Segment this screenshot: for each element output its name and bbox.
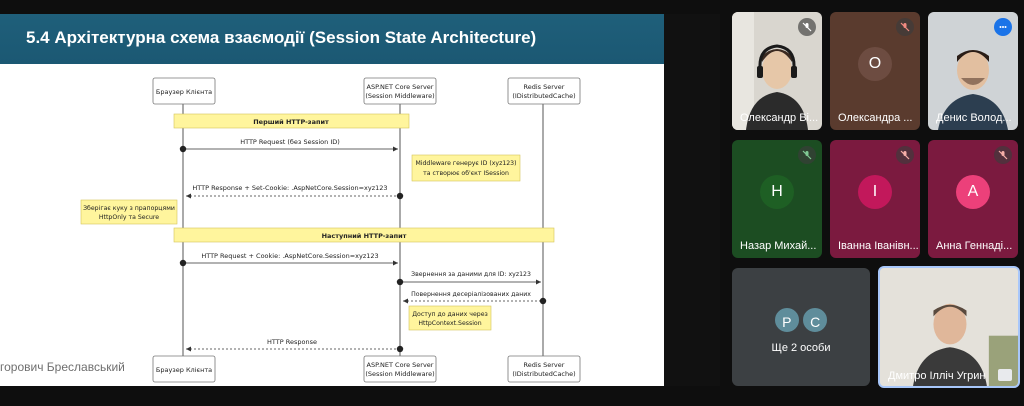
slide-header: 5.4 Архітектурна схема взаємодії (Sessio…	[0, 14, 664, 64]
participant-name: Дмитро Ілліч Угрин	[888, 370, 986, 382]
participant-tile[interactable]: І Іванна Іванівн...	[830, 140, 920, 258]
participant-tile[interactable]: Денис Волод...	[928, 12, 1018, 130]
participant-name: Олександр Ві...	[740, 112, 819, 124]
step-marker	[396, 345, 404, 353]
speaking-indicator-icon	[994, 18, 1012, 36]
step-marker	[539, 297, 547, 305]
message-label: Звернення за даними для ID: xyz123	[411, 271, 531, 278]
sequence-diagram: Браузер Клієнта ASP.NET Core Server (Ses…	[80, 77, 581, 383]
message-label: HTTP Response + Set-Cookie: .AspNetCore.…	[192, 184, 387, 192]
participant-tile[interactable]: Н Назар Михай...	[732, 140, 822, 258]
others-count-label: Ще 2 особи	[771, 342, 831, 354]
participant-name: Анна Геннаді...	[936, 240, 1013, 252]
actor-label: ASP.NET Core Server	[367, 361, 434, 369]
slide-title: 5.4 Архітектурна схема взаємодії (Sessio…	[26, 28, 537, 47]
note-box	[80, 199, 178, 225]
actor-box-server-top	[363, 77, 437, 105]
presentation-slide: 5.4 Архітектурна схема взаємодії (Sessio…	[0, 14, 664, 386]
section-label: Перший HTTP-запит	[253, 118, 329, 126]
participant-tile[interactable]: О Олександра ...	[830, 12, 920, 130]
message-label: HTTP Request (без Session ID)	[240, 138, 340, 146]
step-marker	[396, 192, 404, 200]
step-marker	[179, 259, 187, 267]
participant-name: Іванна Іванівн...	[838, 240, 919, 252]
participant-avatar: О	[858, 47, 892, 81]
participant-name: Денис Волод...	[936, 112, 1012, 124]
actor-box-redis-bottom	[507, 355, 581, 383]
slide-body: Браузер Клієнта ASP.NET Core Server (Ses…	[0, 64, 664, 386]
actor-sublabel: (Session Middleware)	[365, 92, 434, 100]
participant-name: Олександра ...	[838, 112, 913, 124]
mic-off-icon	[798, 18, 816, 36]
participant-avatar: І	[858, 175, 892, 209]
mic-off-icon	[798, 146, 816, 164]
actor-label: ASP.NET Core Server	[367, 83, 434, 91]
participant-video	[880, 268, 1018, 386]
shared-screen: 5.4 Архітектурна схема взаємодії (Sessio…	[0, 14, 720, 386]
step-marker	[396, 278, 404, 286]
actor-sublabel: (Session Middleware)	[365, 370, 434, 378]
participant-avatar: С	[801, 306, 830, 334]
mic-off-icon	[896, 146, 914, 164]
message-label: HTTP Request + Cookie: .AspNetCore.Sessi…	[201, 252, 378, 260]
actor-label: Redis Server	[524, 83, 565, 91]
step-marker	[179, 145, 187, 153]
note-text: Доступ до даних через	[412, 311, 488, 318]
actor-box-browser-top	[152, 77, 216, 105]
note-text: та створює об'єкт ISession	[423, 169, 509, 177]
section-bar	[173, 113, 410, 129]
section-bar	[173, 227, 555, 243]
participant-avatar: Н	[760, 175, 794, 209]
message-label: Повернення десеріалізованих даних	[411, 290, 531, 298]
participant-tile[interactable]: А Анна Геннаді...	[928, 140, 1018, 258]
participant-avatar: А	[956, 175, 990, 209]
mic-off-icon	[896, 18, 914, 36]
actor-label: Redis Server	[524, 361, 565, 369]
message-label: HTTP Response	[267, 338, 317, 346]
actor-sublabel: (IDistributedCache)	[512, 370, 575, 378]
note-text: HttpContext.Session	[418, 320, 481, 327]
section-label: Наступний HTTP-запит	[322, 232, 407, 240]
participant-name: Назар Михай...	[740, 240, 817, 252]
actor-label: Браузер Клієнта	[156, 366, 212, 374]
others-tile[interactable]: Р С Ще 2 особи	[732, 268, 870, 386]
actor-label: Браузер Клієнта	[156, 88, 212, 96]
actor-sublabel: (IDistributedCache)	[512, 92, 575, 100]
participant-tile[interactable]: Олександр Ві...	[732, 12, 822, 130]
presenter-name-overlay: горович Бреславський	[0, 360, 125, 374]
self-view-tile[interactable]: Дмитро Ілліч Угрин	[878, 266, 1020, 388]
note-text: HttpOnly та Secure	[99, 214, 159, 221]
actor-box-server-bottom	[363, 355, 437, 383]
note-box	[408, 305, 492, 331]
actor-box-browser-bottom	[152, 355, 216, 383]
note-text: Зберігає куку з прапорцями	[83, 204, 175, 212]
actor-box-redis-top	[507, 77, 581, 105]
mic-off-icon	[994, 146, 1012, 164]
overflow-avatars: Р С	[732, 306, 870, 334]
note-text: Middleware генерує ID (xyz123)	[415, 160, 516, 167]
participant-avatar: Р	[772, 306, 801, 334]
note-box	[411, 154, 521, 182]
more-options-icon[interactable]	[998, 369, 1012, 381]
